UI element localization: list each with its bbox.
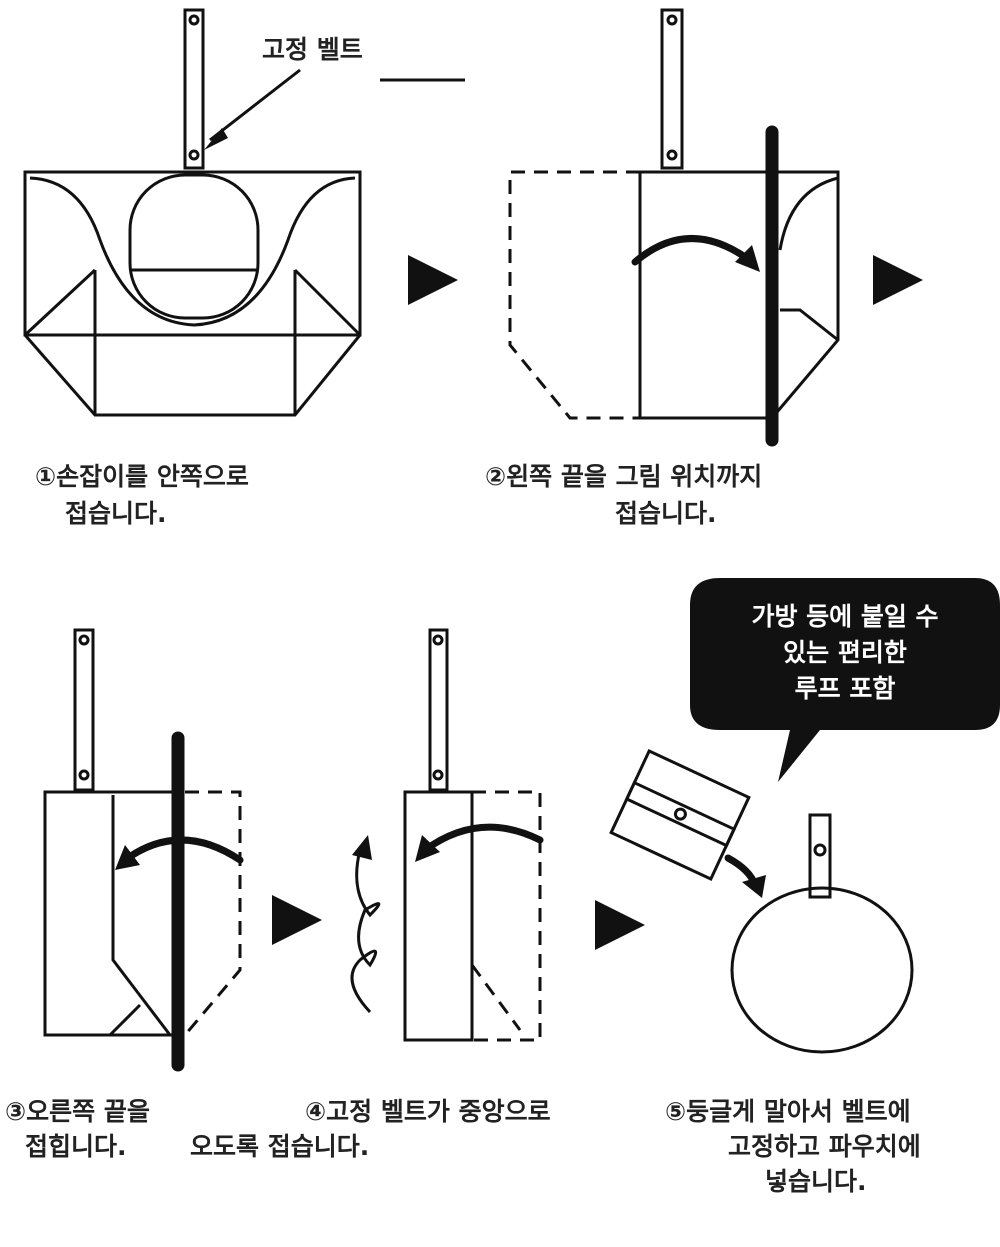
fixing-belt bbox=[183, 8, 205, 170]
step2-caption-line2: 접습니다. bbox=[615, 499, 717, 528]
step2-illustration bbox=[508, 8, 840, 447]
step5-caption-line1: ⑤둥글게 말아서 벨트에 bbox=[665, 1097, 911, 1126]
next-arrow-icon bbox=[272, 895, 322, 945]
bubble-line2: 있는 편리한 bbox=[783, 638, 907, 667]
step5-illustration bbox=[609, 748, 914, 1054]
step1-caption-line2: 접습니다. bbox=[65, 499, 167, 528]
step5-caption-line2: 고정하고 파우치에 bbox=[728, 1132, 921, 1161]
belt-label: 고정 벨트 bbox=[262, 35, 363, 64]
step1-illustration: 고정 벨트 bbox=[23, 8, 465, 417]
bubble-line3: 루프 포함 bbox=[795, 674, 896, 703]
step4-illustration bbox=[350, 628, 544, 1042]
next-arrow-icon bbox=[595, 900, 645, 950]
bubble-line1: 가방 등에 붙일 수 bbox=[751, 602, 938, 631]
step1-caption-line1: ①손잡이를 안쪽으로 bbox=[35, 462, 249, 491]
step3-caption-line1: ③오른쪽 끝을 bbox=[5, 1097, 150, 1126]
step3-illustration bbox=[43, 628, 244, 1072]
step4-caption-line2: 오도록 접습니다. bbox=[190, 1132, 369, 1161]
next-arrow-icon bbox=[873, 255, 923, 305]
speech-bubble: 가방 등에 붙일 수 있는 편리한 루프 포함 bbox=[690, 578, 1000, 782]
step5-caption-line3: 넣습니다. bbox=[765, 1167, 867, 1196]
step3-caption-line2: 접힙니다. bbox=[25, 1132, 127, 1161]
step2-caption-line1: ②왼쪽 끝을 그림 위치까지 bbox=[485, 462, 762, 491]
next-arrow-icon bbox=[408, 255, 458, 305]
step4-caption-line1: ④고정 벨트가 중앙으로 bbox=[305, 1097, 551, 1126]
